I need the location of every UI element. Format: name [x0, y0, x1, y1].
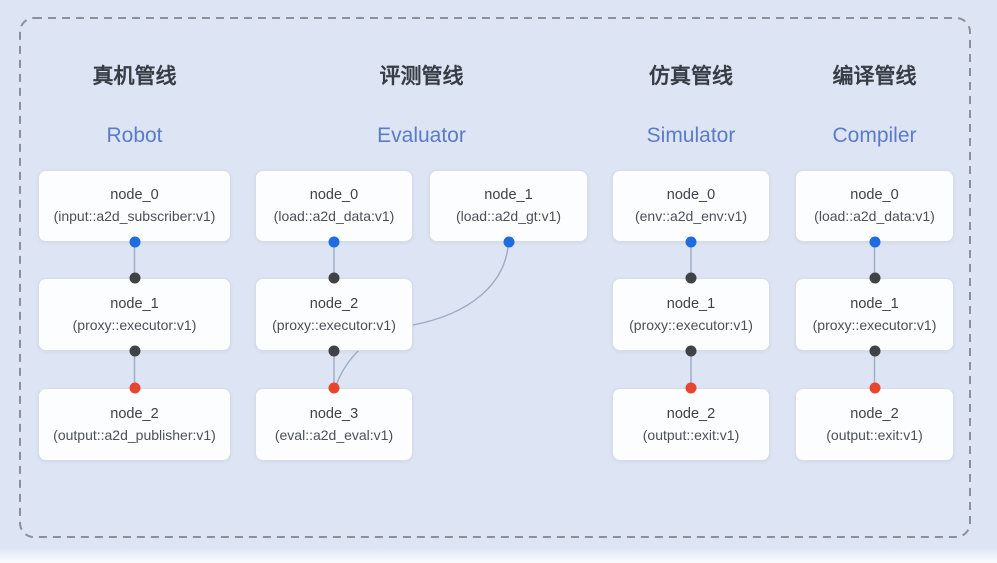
node-name: node_1	[666, 295, 716, 312]
node-card-simulator-node_2[interactable]: node_2 (output::exit:v1)	[612, 388, 770, 461]
edge-eval-n1-n3-curve	[334, 241, 510, 389]
node-type: (proxy::executor:v1)	[272, 316, 396, 333]
node-name: node_2	[110, 405, 159, 422]
node-card-compiler-node_0[interactable]: node_0 (load::a2d_data:v1)	[795, 170, 954, 242]
node-name: node_2	[666, 405, 716, 422]
pipeline-title-robot: 真机管线	[92, 65, 177, 88]
node-card-robot-node_2[interactable]: node_2 (output::a2d_publisher:v1)	[38, 388, 231, 461]
output-port-handle[interactable]	[869, 236, 880, 248]
input-port-handle[interactable]	[685, 272, 697, 284]
pipeline-subtitle-simulator: Simulator	[646, 124, 736, 147]
result-port-handle[interactable]	[129, 382, 140, 394]
node-type: (eval::a2d_eval:v1)	[274, 426, 394, 443]
node-type: (proxy::executor:v1)	[72, 316, 197, 333]
output-port-handle[interactable]	[328, 236, 340, 248]
node-name: node_2	[309, 295, 359, 312]
node-card-compiler-node_2[interactable]: node_2 (output::exit:v1)	[795, 388, 954, 461]
output-port-handle[interactable]	[685, 236, 697, 248]
pipeline-subtitle-robot: Robot	[106, 124, 163, 147]
node-card-simulator-node_1[interactable]: node_1 (proxy::executor:v1)	[612, 278, 770, 351]
node-name: node_1	[484, 187, 533, 203]
node-type: (proxy::executor:v1)	[812, 316, 937, 333]
output-port-handle[interactable]	[869, 345, 880, 357]
result-port-handle[interactable]	[869, 382, 880, 394]
input-port-handle[interactable]	[129, 272, 140, 284]
node-type: (proxy::executor:v1)	[629, 316, 753, 333]
node-card-compiler-node_1[interactable]: node_1 (proxy::executor:v1)	[795, 278, 954, 351]
node-card-simulator-node_0[interactable]: node_0 (env::a2d_env:v1)	[612, 170, 770, 242]
node-type: (input::a2d_subscriber:v1)	[53, 208, 216, 224]
output-port-handle[interactable]	[129, 236, 140, 248]
pipeline-subtitle-compiler: Compiler	[832, 124, 917, 147]
node-card-robot-node_1[interactable]: node_1 (proxy::executor:v1)	[38, 278, 231, 351]
pipeline-title-simulator: 仿真管线	[649, 65, 733, 88]
node-name: node_1	[110, 295, 159, 312]
node-name: node_0	[666, 187, 716, 203]
node-card-evaluator-node_0[interactable]: node_0 (load::a2d_data:v1)	[255, 170, 413, 242]
node-name: node_0	[110, 187, 159, 203]
input-port-handle[interactable]	[869, 272, 880, 284]
node-type: (load::a2d_data:v1)	[273, 208, 395, 224]
node-card-evaluator-node_2[interactable]: node_2 (proxy::executor:v1)	[255, 278, 413, 351]
result-port-handle[interactable]	[328, 382, 340, 394]
output-port-handle[interactable]	[503, 236, 514, 248]
node-name: node_3	[309, 405, 359, 422]
node-card-evaluator-node_3[interactable]: node_3 (eval::a2d_eval:v1)	[255, 388, 413, 461]
result-port-handle[interactable]	[685, 382, 697, 394]
node-name: node_0	[850, 187, 899, 203]
dashed-frame-border	[19, 17, 971, 538]
node-type: (env::a2d_env:v1)	[634, 208, 748, 224]
node-type: (output::exit:v1)	[826, 426, 923, 443]
node-type: (load::a2d_gt:v1)	[455, 208, 562, 224]
node-type: (output::exit:v1)	[642, 426, 740, 443]
pipeline-subtitle-evaluator: Evaluator	[377, 124, 466, 147]
node-name: node_0	[309, 187, 359, 203]
input-port-handle[interactable]	[328, 272, 340, 284]
pipeline-title-compiler: 编译管线	[832, 65, 917, 88]
node-type: (output::a2d_publisher:v1)	[53, 426, 216, 443]
output-port-handle[interactable]	[129, 345, 140, 357]
node-card-evaluator-node_1[interactable]: node_1 (load::a2d_gt:v1)	[429, 170, 588, 242]
pipeline-title-evaluator: 评测管线	[379, 65, 464, 88]
node-type: (load::a2d_data:v1)	[814, 208, 935, 224]
output-port-handle[interactable]	[328, 345, 340, 357]
node-card-robot-node_0[interactable]: node_0 (input::a2d_subscriber:v1)	[38, 170, 231, 242]
output-port-handle[interactable]	[685, 345, 697, 357]
node-name: node_2	[850, 405, 899, 422]
node-name: node_1	[850, 295, 899, 312]
